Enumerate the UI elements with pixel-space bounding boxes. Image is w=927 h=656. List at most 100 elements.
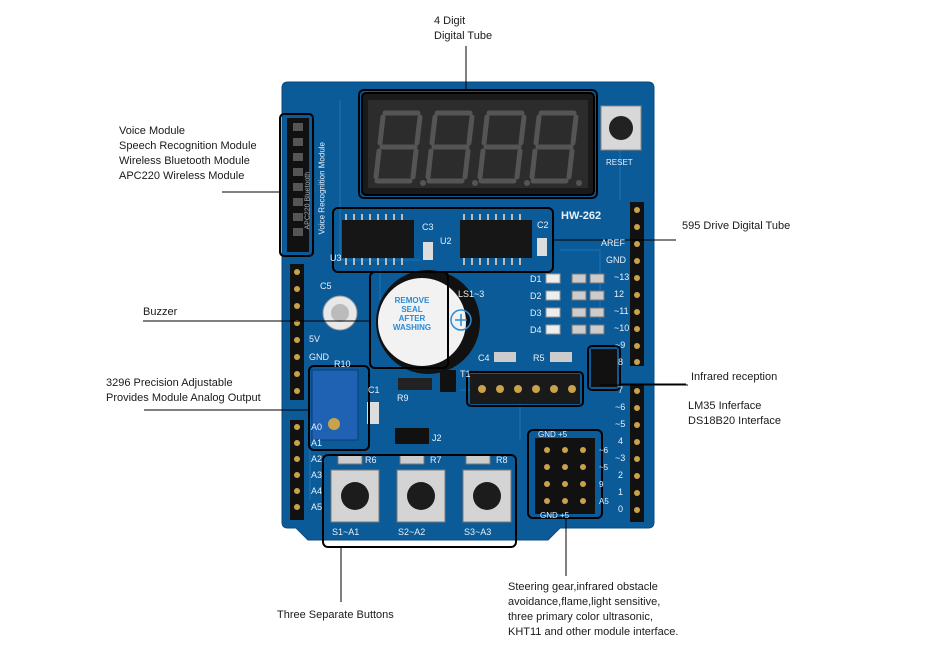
pin-label: ~6: [615, 402, 626, 412]
label-ls1: LS1~3: [458, 289, 485, 299]
label-gnd-left: GND: [309, 352, 329, 362]
box-pot: [308, 365, 370, 451]
callout-text: Three Separate Buttons: [277, 609, 394, 621]
callout-text: Wireless Bluetooth Module: [119, 155, 250, 167]
pin-label: ~5: [615, 419, 626, 429]
ic-u2: [460, 220, 532, 258]
label-r8: R8: [496, 455, 508, 465]
callout-text: Voice Module: [119, 125, 186, 137]
label-gnd-bottom: GND +5: [540, 511, 570, 520]
callout-digital-tube: 4 Digit Digital Tube: [434, 14, 492, 44]
push-buttons: [330, 469, 512, 523]
callout-text: Buzzer: [143, 306, 178, 318]
label-c3: C3: [422, 222, 434, 232]
label-c1: C1: [368, 385, 380, 395]
pin-label: A2: [311, 454, 323, 464]
label-d3: D3: [530, 308, 542, 318]
connector-j4: [470, 374, 580, 404]
pin-label: ~11: [614, 306, 629, 316]
pin-label: ~3: [615, 453, 626, 463]
infrared-receiver: [591, 349, 617, 387]
callout-text: Speech Recognition Module: [119, 140, 257, 152]
callout-buzzer: Buzzer: [143, 305, 177, 320]
callout-text: KHT11 and other module interface.: [508, 626, 679, 638]
label-d4: D4: [530, 325, 542, 335]
label-u2: U2: [440, 236, 452, 246]
pin-label: 9: [599, 480, 604, 489]
sticker-line: AFTER: [398, 314, 426, 323]
pin-label: 12: [614, 289, 625, 299]
bluetooth-vertical-label: APC220 Bluetooth: [304, 171, 312, 230]
callout-text: Steering gear,infrared obstacle: [508, 581, 658, 593]
pin-label: 0: [618, 504, 624, 514]
callout-lm35: LM35 Inferface DS18B20 Interface: [688, 399, 781, 429]
pin-label: ~10: [614, 323, 630, 333]
box-buzzer: [369, 271, 449, 369]
seven-segment-digits: [373, 110, 579, 184]
callout-precision: 3296 Precision Adjustable Provides Modul…: [106, 376, 261, 406]
label-r6: R6: [365, 455, 377, 465]
label-gnd-top: GND +5: [538, 430, 568, 439]
callout-infrared: Infrared reception: [691, 370, 777, 385]
label-r9: R9: [397, 393, 409, 403]
label-c2: C2: [537, 220, 549, 230]
pin-label: ~9: [615, 340, 626, 350]
pin-label: A5: [311, 502, 323, 512]
board-name: HW-262: [561, 210, 602, 222]
callout-text: 595 Drive Digital Tube: [682, 220, 791, 232]
label-5v: 5V: [309, 334, 321, 344]
left-header-top: [290, 264, 304, 400]
box-ir: [587, 345, 621, 391]
pin-label: ~6: [599, 446, 609, 455]
box-voice-module: [279, 113, 314, 257]
sticker-line: WASHING: [392, 323, 432, 332]
pin-label: A3: [311, 470, 323, 480]
label-s2: S2~A2: [398, 527, 426, 537]
callout-text: three primary color ultrasonic,: [508, 611, 653, 623]
label-c5: C5: [320, 281, 332, 291]
sticker-line: SEAL: [401, 305, 423, 314]
label-d1: D1: [530, 274, 542, 284]
box-buttons: [322, 454, 517, 548]
label-aref: AREF: [601, 238, 626, 248]
callout-text: LM35 Inferface: [688, 400, 762, 412]
box-servo: [527, 429, 603, 519]
pin-label: ~5: [599, 463, 609, 472]
pin-label: A0: [311, 422, 323, 432]
label-c4: C4: [478, 353, 490, 363]
callout-text: Digital Tube: [434, 30, 493, 42]
box-digital-tube: [358, 89, 598, 199]
pin-label: 4: [618, 436, 624, 446]
sticker-line: REMOVE: [394, 296, 430, 305]
right-header-bottom: [630, 384, 644, 522]
left-header-bottom: [290, 420, 304, 520]
buzzer-sticker: [378, 278, 466, 366]
jumper-j2: [395, 428, 429, 444]
callout-voice-module: Voice Module Speech Recognition Module W…: [119, 124, 257, 184]
callout-595-drive: 595 Drive Digital Tube: [682, 219, 790, 234]
right-header-top: [630, 202, 644, 366]
label-d2: D2: [530, 291, 542, 301]
callout-text: Provides Module Analog Output: [106, 392, 261, 404]
label-gnd: GND: [606, 255, 626, 265]
pin-label: A4: [311, 486, 323, 496]
voice-vertical-label: Voice Recognition Module: [317, 141, 327, 235]
label-s1: S1~A1: [332, 527, 360, 537]
callout-text: 4 Digit: [434, 15, 466, 27]
buzzer-sticker-text: REMOVE SEAL AFTER WASHING: [382, 296, 442, 332]
callout-text: avoidance,flame,light sensitive,: [508, 596, 661, 608]
pin-label: 8: [618, 357, 624, 367]
label-r10: R10: [334, 359, 351, 369]
label-r7: R7: [430, 455, 442, 465]
callout-text: Infrared reception: [691, 371, 778, 383]
pin-label: A5: [599, 497, 609, 506]
ic-u3: [342, 220, 414, 258]
pin-label: ~13: [614, 272, 630, 282]
label-r5: R5: [533, 353, 545, 363]
callout-steering: Steering gear,infrared obstacle avoidanc…: [508, 580, 678, 640]
pin-label: A1: [311, 438, 323, 448]
pin-label: 1: [618, 487, 624, 497]
reset-button-cap: [609, 116, 633, 140]
label-s3: S3~A3: [464, 527, 492, 537]
